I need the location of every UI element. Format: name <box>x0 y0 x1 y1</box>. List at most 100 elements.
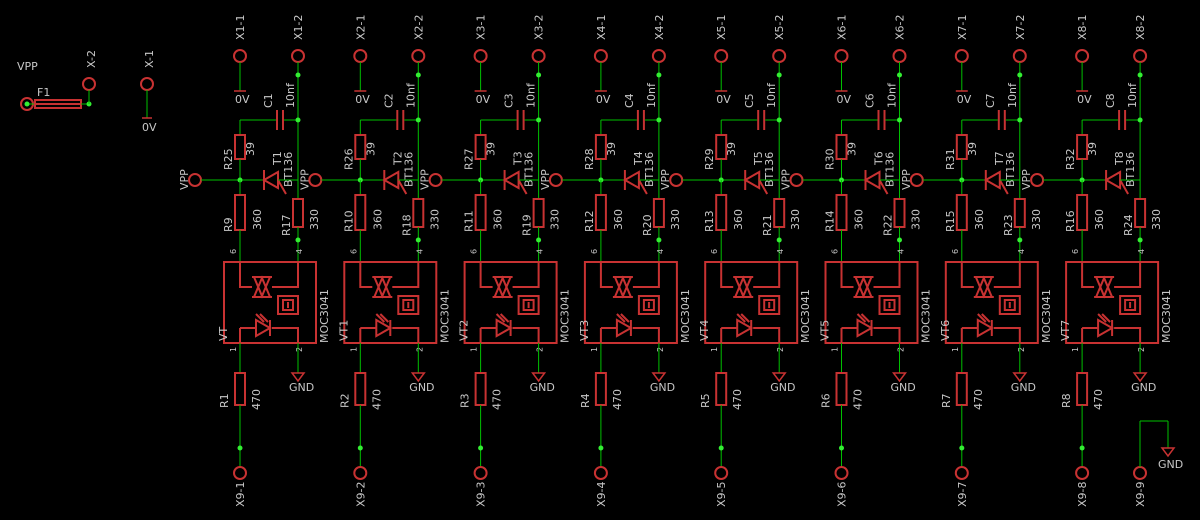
pin-6-label: 6 <box>831 249 840 254</box>
resistor-a-value: 360 <box>853 209 866 230</box>
capacitor-label: C7 <box>984 93 997 108</box>
input-terminal-pad[interactable] <box>954 466 969 480</box>
triac-body[interactable] <box>983 170 1001 190</box>
footer-gnd-icon <box>1160 447 1176 458</box>
input-resistor[interactable] <box>234 372 246 406</box>
input-resistor[interactable] <box>594 372 607 406</box>
terminal-b-pad[interactable] <box>1133 49 1148 63</box>
optocoupler-body[interactable] <box>583 261 678 344</box>
resistor-b[interactable] <box>893 198 906 228</box>
optocoupler-type: MOC3041 <box>1040 289 1053 343</box>
resistor-a[interactable] <box>474 194 487 231</box>
resistor-b[interactable] <box>292 198 304 228</box>
input-terminal-pad[interactable] <box>834 466 849 480</box>
resistor-a[interactable] <box>594 194 607 231</box>
terminal-b-pad[interactable] <box>411 49 426 63</box>
resistor-b[interactable] <box>773 198 786 228</box>
optocoupler-label: VT5 <box>819 320 832 341</box>
pin-1-label: 1 <box>470 347 479 352</box>
optocoupler-body[interactable] <box>343 261 438 344</box>
resistor-a[interactable] <box>234 194 246 231</box>
triac-body[interactable] <box>622 170 640 190</box>
input-junction <box>598 445 604 451</box>
pin-2-label: 2 <box>295 347 304 352</box>
resistor-a[interactable] <box>955 194 968 231</box>
cap-junction <box>656 117 662 123</box>
resistor-b-label: R23 <box>1002 214 1015 236</box>
opto-internal-wires <box>960 262 1021 288</box>
terminal-b-pad[interactable] <box>291 49 305 63</box>
resistor-b[interactable] <box>652 198 665 228</box>
opto-gnd-label: GND <box>289 381 314 394</box>
triac-type-label: BT136 <box>1124 152 1137 187</box>
x1-pad[interactable] <box>140 77 154 91</box>
triac-type-label: BT136 <box>763 152 776 187</box>
optocoupler-body[interactable] <box>824 261 919 344</box>
resistor-a[interactable] <box>354 194 367 231</box>
resistor-b[interactable] <box>1013 198 1026 228</box>
terminal-a-pad[interactable] <box>233 49 247 63</box>
triac-body[interactable] <box>1104 170 1122 190</box>
zero-cross-inner <box>522 299 535 311</box>
input-resistor[interactable] <box>1076 372 1089 406</box>
input-terminal-pad[interactable] <box>473 466 488 480</box>
input-terminal-pad[interactable] <box>1075 466 1090 480</box>
x9-9-pad[interactable] <box>1133 466 1147 480</box>
ground-label: 0V <box>837 93 852 106</box>
triac-gate <box>1119 179 1129 195</box>
terminal-a-label: X7-1 <box>956 14 969 40</box>
triac-body[interactable] <box>743 170 761 190</box>
terminal-b-pad[interactable] <box>531 49 546 63</box>
gate-resistor-label: R25 <box>222 148 235 170</box>
input-resistor[interactable] <box>354 372 367 406</box>
input-terminal-pad[interactable] <box>714 466 729 480</box>
resistor-a[interactable] <box>715 194 728 231</box>
pin-2-label: 2 <box>1017 347 1026 352</box>
opto-gnd-label: GND <box>409 381 434 394</box>
optocoupler-body[interactable] <box>463 261 558 344</box>
resistor-a[interactable] <box>1076 194 1089 231</box>
input-resistor[interactable] <box>715 372 728 406</box>
triac-body[interactable] <box>863 170 881 190</box>
terminal-b-label: X3-2 <box>533 14 546 40</box>
input-resistor[interactable] <box>955 372 968 406</box>
terminal-b-junction <box>776 72 782 78</box>
optocoupler-label: VT7 <box>1059 320 1072 341</box>
terminal-b-pad[interactable] <box>1012 49 1027 63</box>
pin-6-label: 6 <box>951 249 960 254</box>
x2-pad[interactable] <box>82 77 96 91</box>
optocoupler-body[interactable] <box>944 261 1039 344</box>
optocoupler-body[interactable] <box>704 261 799 344</box>
resistor-b-junction <box>415 237 421 243</box>
optocoupler-body[interactable] <box>1065 261 1160 344</box>
terminal-a-pad[interactable] <box>714 49 729 63</box>
footer-group: GND X9-9 <box>1133 420 1183 507</box>
resistor-b[interactable] <box>532 198 545 228</box>
triac-body[interactable] <box>382 170 400 190</box>
input-terminal-pad[interactable] <box>233 466 247 480</box>
terminal-a-pad[interactable] <box>473 49 488 63</box>
optocoupler-type: MOC3041 <box>799 289 812 343</box>
terminal-b-pad[interactable] <box>651 49 666 63</box>
terminal-a-pad[interactable] <box>593 49 608 63</box>
optocoupler-body[interactable] <box>223 261 317 344</box>
terminal-a-pad[interactable] <box>1075 49 1090 63</box>
terminal-a-pad[interactable] <box>834 49 849 63</box>
resistor-b[interactable] <box>1134 198 1147 228</box>
opto-internal-wires <box>479 262 540 288</box>
terminal-b-pad[interactable] <box>772 49 787 63</box>
terminal-b-pad[interactable] <box>892 49 907 63</box>
input-resistor[interactable] <box>835 372 848 406</box>
input-resistor[interactable] <box>474 372 487 406</box>
capacitor-label: C4 <box>623 93 636 108</box>
terminal-a-pad[interactable] <box>954 49 969 63</box>
input-terminal-pad[interactable] <box>353 466 368 480</box>
terminal-a-pad[interactable] <box>353 49 368 63</box>
triac-body[interactable] <box>261 170 279 190</box>
input-terminal-pad[interactable] <box>593 466 608 480</box>
triac-body[interactable] <box>502 170 520 190</box>
resistor-a[interactable] <box>835 194 848 231</box>
opto-led <box>976 318 994 338</box>
resistor-b[interactable] <box>412 198 425 228</box>
